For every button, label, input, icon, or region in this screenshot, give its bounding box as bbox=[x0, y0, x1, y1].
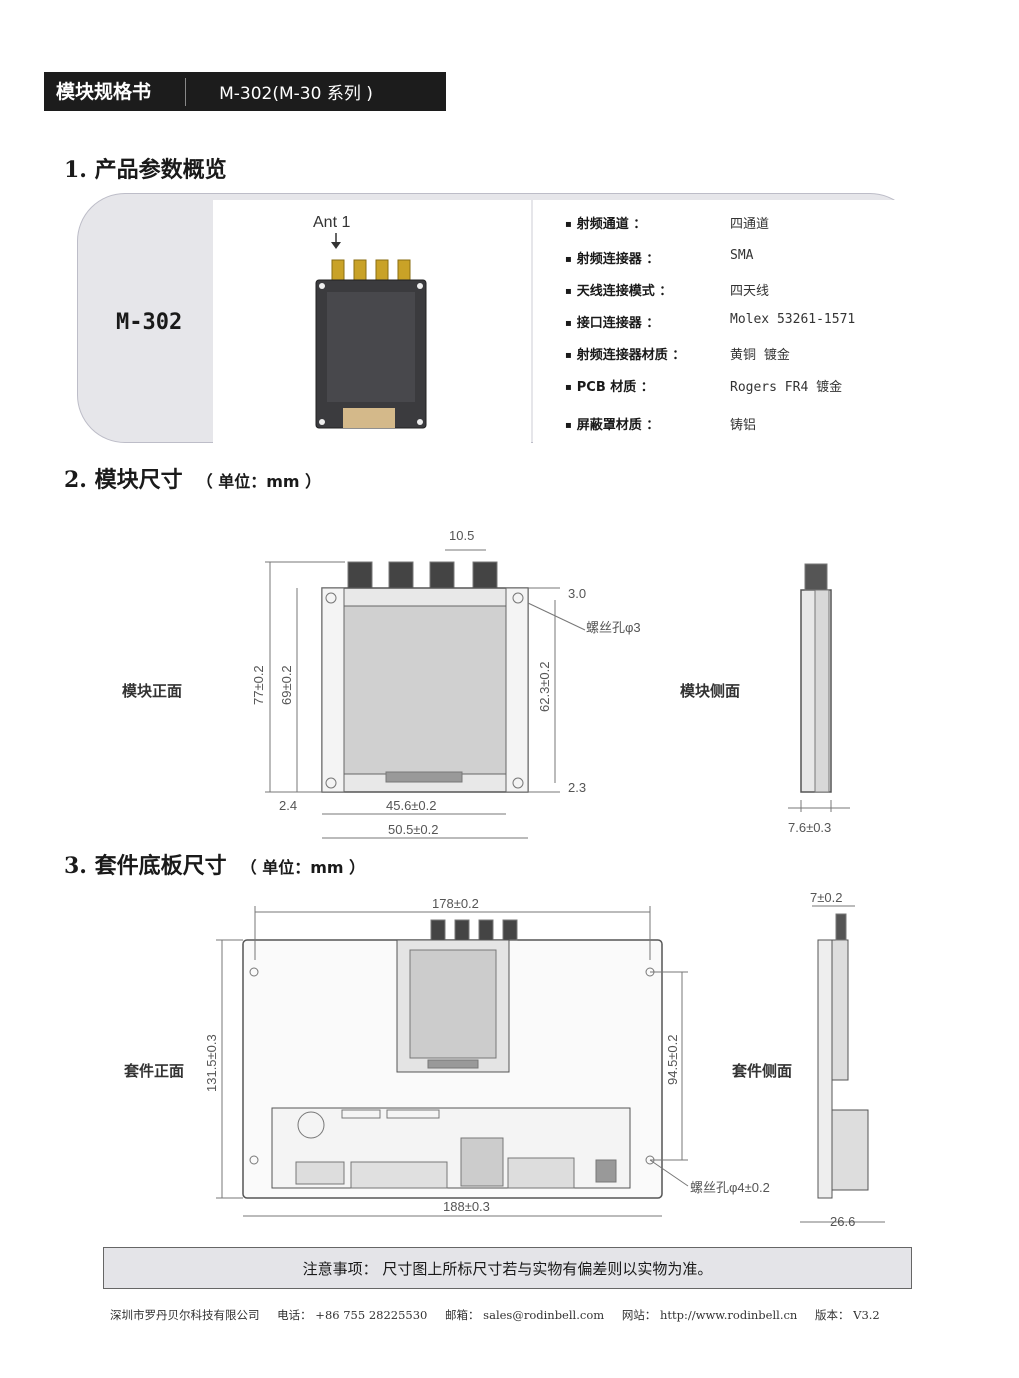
dim-2-4: 2.4 bbox=[279, 798, 297, 813]
section1-title: 1. 产品参数概览 bbox=[64, 157, 227, 183]
footer-phone: 电话： +86 755 28225530 bbox=[277, 1308, 428, 1322]
dim-45-6: 45.6±0.2 bbox=[386, 798, 437, 813]
spec-row: 天线连接模式 ：四天线 bbox=[565, 280, 769, 299]
dim-69: 69±0.2 bbox=[279, 665, 294, 705]
module-side-label: 模块侧面 bbox=[680, 682, 741, 700]
spec-row: 屏蔽罩材质 ：铸铝 bbox=[565, 414, 756, 433]
dim-77: 77±0.2 bbox=[251, 665, 266, 705]
ant-label: Ant 1 bbox=[313, 214, 350, 231]
section2-title: 2. 模块尺寸（ 单位：mm ） bbox=[64, 467, 322, 493]
dim-7-6: 7.6±0.3 bbox=[788, 820, 831, 835]
dim-kit-hole: 螺丝孔φ4±0.2 bbox=[690, 1180, 770, 1195]
dim-hole: 螺丝孔φ3 bbox=[586, 620, 641, 635]
footer-web: 网站： http://www.rodinbell.cn bbox=[621, 1308, 798, 1322]
spec-row: 射频连接器 ：SMA bbox=[565, 248, 754, 267]
dim-188: 188±0.3 bbox=[443, 1199, 490, 1214]
model-series: M-302(M-30 系列 ) bbox=[219, 84, 373, 104]
dim-62-3: 62.3±0.2 bbox=[537, 661, 552, 712]
footer-version: 版本： V3.2 bbox=[814, 1308, 880, 1322]
spec-row: 射频通道 ：四通道 bbox=[565, 213, 769, 232]
dim-2-3: 2.3 bbox=[568, 780, 586, 795]
module-front-label: 模块正面 bbox=[122, 682, 183, 700]
module-photo: Ant 1 bbox=[213, 200, 531, 443]
spec-row: 接口连接器 ：Molex 53261-1571 bbox=[565, 312, 855, 331]
dim-178: 178±0.2 bbox=[432, 896, 479, 911]
kit-front-label: 套件正面 bbox=[124, 1062, 185, 1080]
dim-94-5: 94.5±0.2 bbox=[665, 1034, 680, 1085]
section3-title: 3. 套件底板尺寸（ 单位：mm ） bbox=[64, 853, 366, 879]
dim-50-5: 50.5±0.2 bbox=[388, 822, 439, 837]
model-name: M-302 bbox=[116, 310, 183, 335]
footer-company: 深圳市罗丹贝尔科技有限公司 bbox=[110, 1308, 260, 1322]
spec-row: 射频连接器材质 ：黄铜 镀金 bbox=[565, 344, 790, 363]
spec-row: PCB 材质 ：Rogers FR4 镀金 bbox=[565, 376, 842, 395]
footer: 深圳市罗丹贝尔科技有限公司 电话： +86 755 28225530 邮箱： s… bbox=[110, 1307, 894, 1323]
doc-title: 模块规格书 bbox=[44, 77, 186, 106]
dim-26-6: 26.6 bbox=[830, 1214, 855, 1229]
dim-7: 7±0.2 bbox=[810, 890, 842, 905]
dim-10-5: 10.5 bbox=[449, 528, 474, 543]
footer-email: 邮箱： sales@rodinbell.com bbox=[445, 1308, 605, 1322]
spec-header: 模块规格书 M-302(M-30 系列 ) bbox=[44, 72, 446, 111]
kit-side-label: 套件侧面 bbox=[732, 1062, 793, 1080]
notice-bar: 注意事项： 尺寸图上所标尺寸若与实物有偏差则以实物为准。 bbox=[103, 1247, 912, 1289]
dim-131-5: 131.5±0.3 bbox=[204, 1034, 219, 1092]
dim-3-0: 3.0 bbox=[568, 586, 586, 601]
